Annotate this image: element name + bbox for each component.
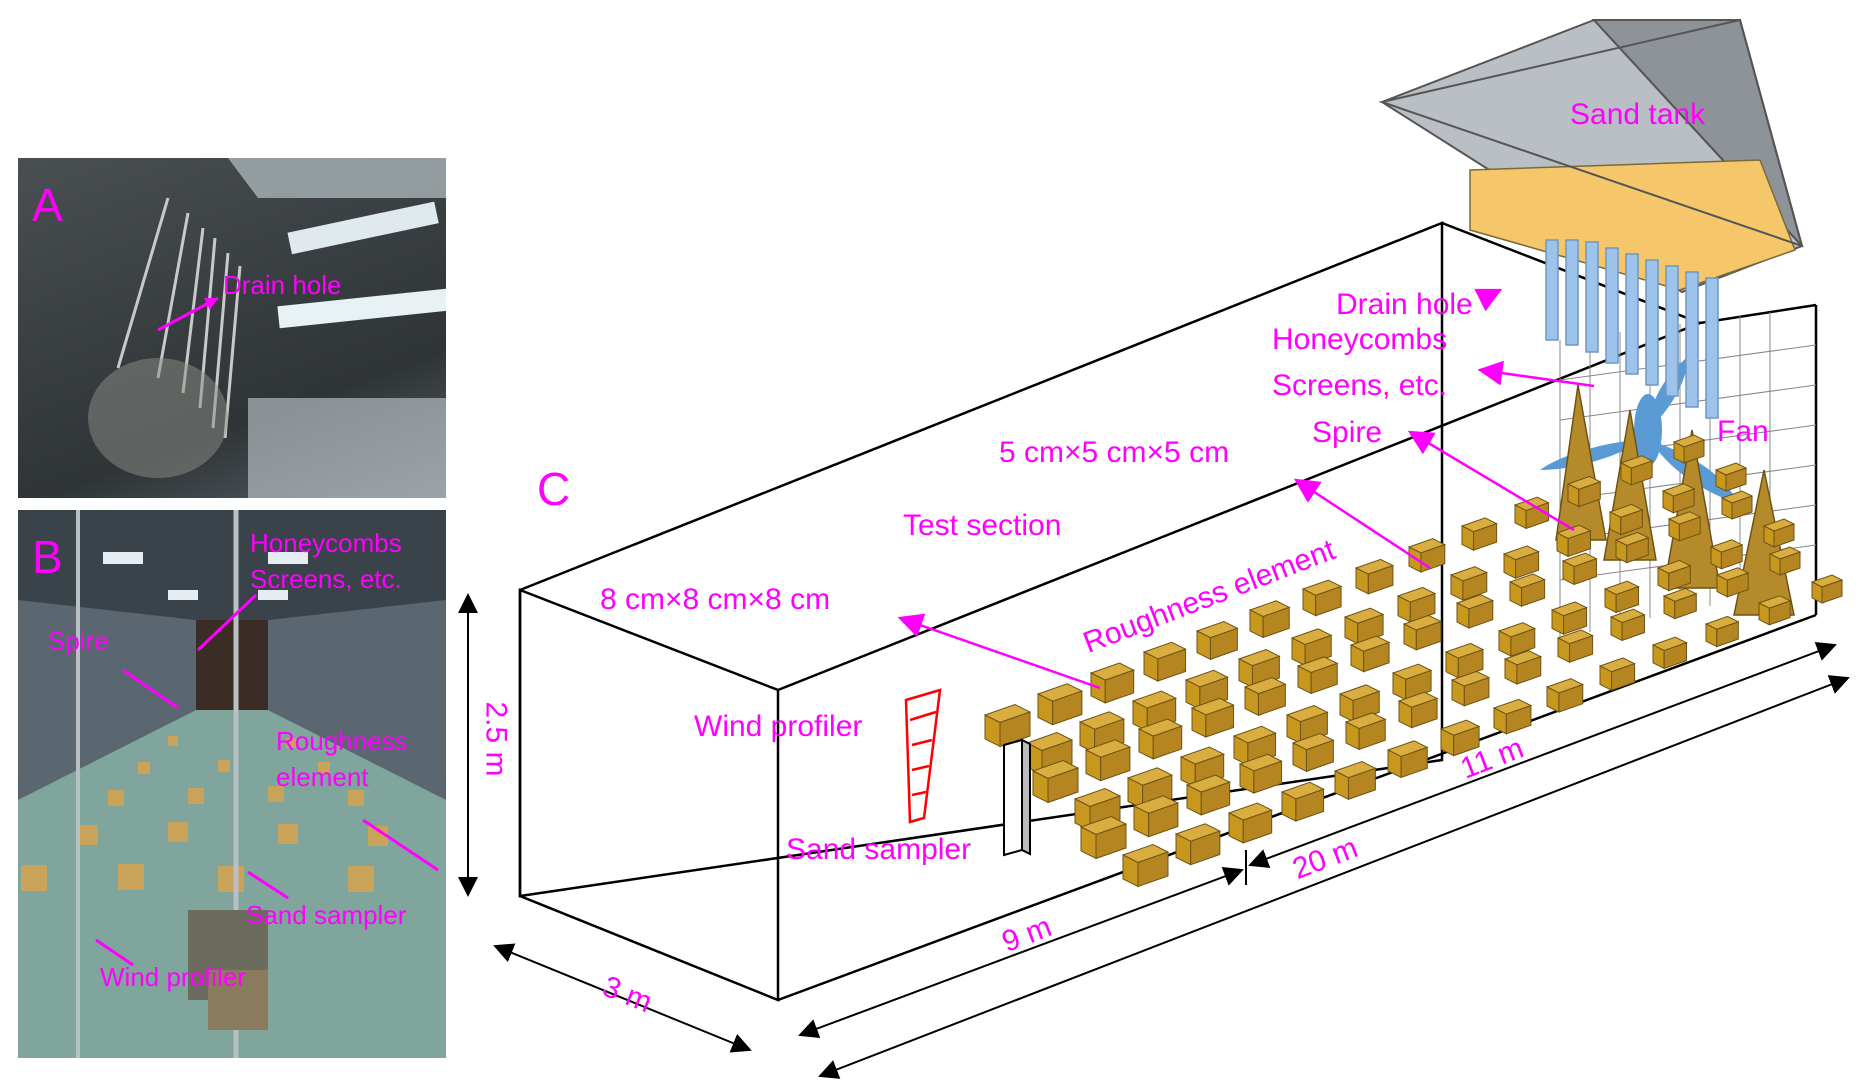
photo-panel-a: A Drain hole (18, 158, 446, 498)
roughness-cube (1726, 572, 1749, 598)
screens-label: Screens, etc. (1272, 369, 1448, 402)
roughness-cube (1315, 585, 1342, 617)
photo-a-scene (88, 158, 446, 498)
roughness-cube (1668, 565, 1691, 592)
roughness-cube (1473, 522, 1498, 551)
photo-b-roughness-label-1: Roughness (276, 726, 408, 756)
honeycombs-label: Honeycombs (1272, 323, 1448, 356)
roughness-cube (1768, 600, 1791, 626)
drain-hole-label: Drain hole (1336, 288, 1473, 321)
roughness-cube (1468, 599, 1494, 629)
sand-sampler-label: Sand sampler (786, 833, 972, 866)
photo-a-drain-hole-label: Drain hole (223, 270, 342, 300)
photo-b-honeycombs-arrow (196, 593, 258, 652)
roughness-cube (1731, 495, 1753, 520)
spire-label: Spire (1312, 416, 1383, 449)
photo-b-roughness-label-2: element (276, 762, 369, 792)
roughness-cube (1521, 578, 1546, 607)
roughness-cube (1674, 593, 1697, 620)
roughness-cube (1567, 530, 1591, 558)
roughness-cube (1515, 550, 1540, 579)
roughness-cube (1683, 439, 1705, 464)
roughness-cube (1621, 614, 1645, 642)
fan-label: Fan (1717, 415, 1769, 448)
roughness-cube (1563, 606, 1588, 635)
roughness-cube (1821, 579, 1843, 604)
small-cube-label: 5 cm×5 cm×5 cm (999, 436, 1230, 469)
photo-b-sampler-arrow (247, 870, 289, 900)
roughness-cube (1716, 621, 1739, 648)
panel-c-letter: C (537, 463, 571, 515)
annotation-arrows (897, 288, 1595, 690)
photo-b-scene (18, 510, 446, 1058)
roughness-cube (1672, 488, 1695, 514)
roughness-cube (1615, 586, 1639, 614)
roughness-cube (1525, 502, 1549, 530)
photo-b-arrows (95, 593, 439, 967)
roughness-cube (1157, 648, 1187, 682)
photo-b-roughness-arrow (362, 818, 439, 872)
sand-tank (1378, 18, 1804, 294)
roughness-cube (1773, 523, 1795, 548)
photo-b-profiler-arrow (95, 938, 134, 967)
roughness-cube (1573, 558, 1597, 586)
photo-b-spire-arrow (122, 668, 179, 710)
roughness-cube (1462, 571, 1488, 601)
roughness-cube (1262, 606, 1290, 639)
roughness-cube (1209, 627, 1238, 660)
roughness-cube (1409, 592, 1436, 623)
sand-tank-label: Sand tank (1570, 98, 1706, 131)
roughness-cube (1720, 544, 1743, 570)
roughness-cube (1678, 516, 1701, 542)
roughness-cube (1779, 551, 1801, 576)
roughness-cube (1367, 564, 1394, 595)
photo-b-wind-profiler-label: Wind profiler (100, 962, 246, 992)
photo-b-spire-label: Spire (48, 626, 109, 656)
drain-pipes (1545, 239, 1719, 419)
dimension-lines (458, 593, 1850, 1079)
wind-profiler-label: Wind profiler (694, 710, 863, 743)
roughness-cube (1578, 481, 1601, 508)
photo-b-screens-label: Screens, etc. (250, 564, 402, 594)
height-dimension-label: 2.5 m (479, 701, 513, 777)
roughness-cube (1620, 509, 1643, 536)
panel-a-letter: A (32, 179, 63, 231)
sand-sampler-icon (1003, 738, 1031, 857)
roughness-cube (1626, 537, 1649, 564)
photo-panel-b: B Honeycombs Screens, etc. Spire Roughne… (18, 510, 446, 1058)
test-section-label: Test section (903, 509, 1062, 542)
roughness-cube (1630, 460, 1653, 486)
photo-a-arrow (157, 296, 219, 332)
photo-b-sand-sampler-label: Sand sampler (246, 900, 407, 930)
panel-b-letter: B (32, 531, 63, 583)
large-cube-label: 8 cm×8 cm×8 cm (600, 583, 831, 616)
roughness-cube (1725, 467, 1747, 492)
photo-b-honeycombs-label: Honeycombs (250, 528, 402, 558)
